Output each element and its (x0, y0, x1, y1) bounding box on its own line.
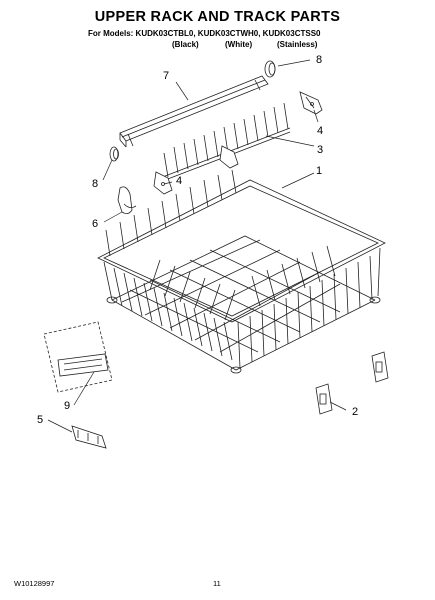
page-title: UPPER RACK AND TRACK PARTS (94, 9, 341, 25)
variant-stainless: (Stainless) (277, 40, 318, 49)
callout-2: 2 (352, 406, 358, 418)
callout-labels: 7 8 4 3 4 1 8 6 9 5 2 (37, 54, 358, 426)
track-stop-lower (315, 383, 333, 415)
upper-rack-basket (97, 169, 386, 374)
callout-4-center: 4 (176, 175, 182, 187)
callout-3: 3 (317, 144, 323, 156)
callout-8-left: 8 (92, 178, 98, 190)
callout-5: 5 (37, 414, 43, 426)
callout-7: 7 (163, 70, 169, 82)
rail-end-cap (264, 60, 276, 78)
bracket-right (299, 91, 323, 115)
track-rail (119, 75, 269, 148)
rack-handle (43, 321, 113, 393)
callout-6: 6 (92, 218, 98, 230)
rack-clip (117, 186, 137, 214)
bracket-center (153, 145, 239, 195)
rack-latch (71, 425, 107, 449)
page-number: 11 (213, 579, 221, 588)
track-stop-upper (371, 351, 389, 383)
models-line: For Models: KUDK03CTBL0, KUDK03CTWH0, KU… (88, 29, 321, 38)
leader-lines (47, 59, 347, 433)
callout-1: 1 (316, 165, 322, 177)
part-number: W10128997 (14, 579, 55, 588)
callout-4-right: 4 (317, 125, 323, 137)
callout-9: 9 (64, 400, 70, 412)
callout-8-top: 8 (316, 54, 322, 66)
variant-black: (Black) (172, 40, 199, 49)
variant-white: (White) (225, 40, 253, 49)
rail-end-cap-left (109, 146, 119, 162)
